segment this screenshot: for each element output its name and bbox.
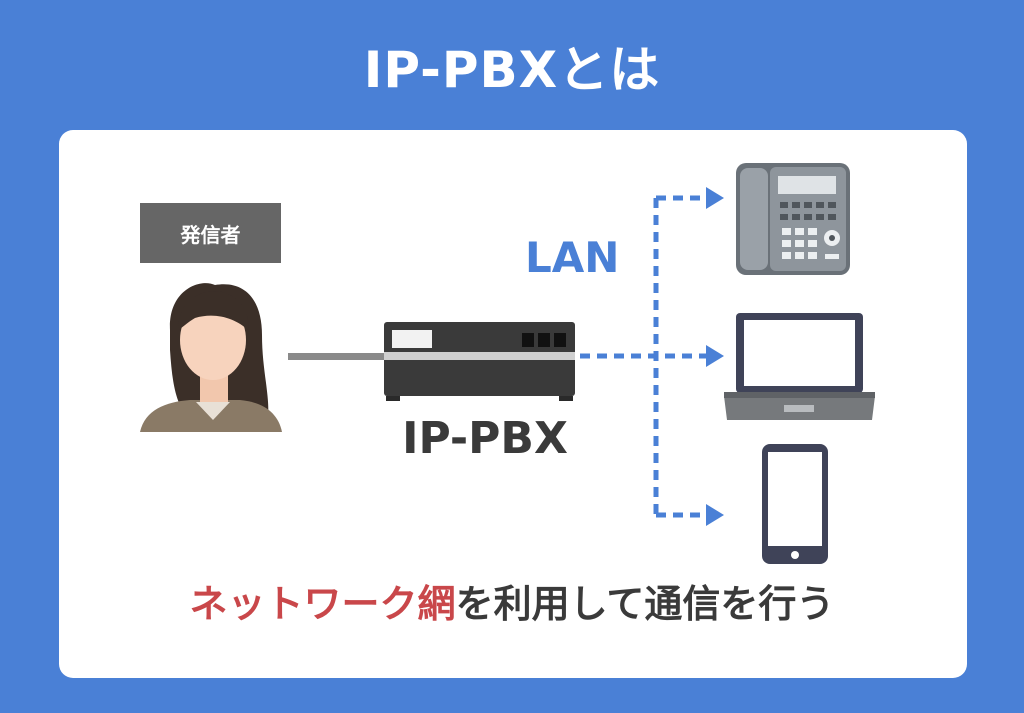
- desk-phone-icon: [736, 163, 850, 275]
- caller-person-icon: [140, 283, 282, 432]
- lan-connection-lines: [580, 195, 708, 518]
- cable-line: [288, 353, 388, 360]
- pbx-label: IP-PBX: [402, 413, 568, 464]
- lan-label: LAN: [525, 233, 620, 282]
- caller-label: 発信者: [140, 203, 281, 263]
- caption-rest: を利用して通信を行う: [455, 582, 835, 626]
- page-title: IP-PBXとは: [363, 41, 661, 99]
- pbx-device-icon: [384, 322, 575, 401]
- caption-highlight: ネットワーク網: [189, 582, 456, 626]
- caption: ネットワーク網を利用して通信を行う: [0, 580, 1024, 628]
- smartphone-icon: [762, 444, 828, 564]
- lan-arrowheads: [706, 187, 724, 526]
- laptop-icon: [724, 313, 875, 420]
